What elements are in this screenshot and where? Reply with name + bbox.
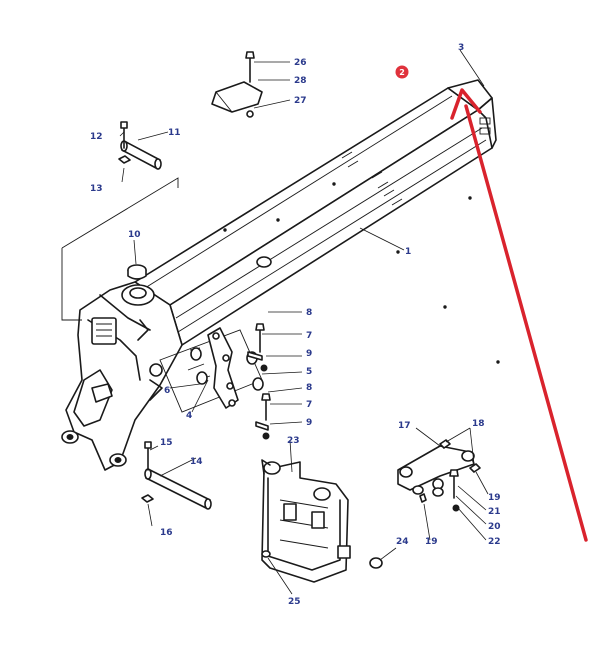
callout-8-lower: 8 <box>306 383 312 393</box>
callout-20: 20 <box>488 522 501 532</box>
callout-23: 23 <box>287 436 300 446</box>
callout-12: 12 <box>90 132 103 142</box>
callout-5: 5 <box>306 367 312 377</box>
callout-21: 21 <box>488 507 501 517</box>
callout-14: 14 <box>190 457 203 467</box>
callout-18: 18 <box>472 419 485 429</box>
callout-8-upper: 8 <box>306 308 312 318</box>
mounting-frame <box>261 459 383 583</box>
callout-7-lower: 7 <box>306 400 312 410</box>
callout-22: 22 <box>488 537 501 547</box>
callout-15: 15 <box>160 438 173 448</box>
callout-labels: 1 3 4 5 6 7 7 8 8 9 9 10 11 12 13 14 15 … <box>90 43 501 607</box>
callout-1: 1 <box>405 247 411 257</box>
plug-cap <box>127 264 147 280</box>
callout-9-lower: 9 <box>306 418 312 428</box>
highlight-arrow <box>450 88 588 542</box>
callout-19-left: 19 <box>425 537 438 547</box>
callout-9-upper: 9 <box>306 349 312 359</box>
pin-assembly-lower <box>141 441 212 510</box>
callout-10: 10 <box>128 230 141 240</box>
callout-11: 11 <box>168 128 181 138</box>
callout-25: 25 <box>288 597 301 607</box>
callout-19-right: 19 <box>488 493 501 503</box>
callout-24: 24 <box>396 537 409 547</box>
callout-3: 3 <box>458 43 464 53</box>
callout-26: 26 <box>294 58 307 68</box>
group-outline <box>61 177 179 321</box>
bracket-plate-assembly <box>159 323 271 440</box>
callout-7-upper: 7 <box>306 331 312 341</box>
callout-4: 4 <box>186 411 192 421</box>
callout-27: 27 <box>294 96 307 106</box>
highlight-badge-label: 2 <box>399 68 405 77</box>
callout-17: 17 <box>398 421 411 431</box>
callout-28: 28 <box>294 76 307 86</box>
boom-arm <box>134 79 500 364</box>
highlight-badge-circle <box>395 65 409 79</box>
leader-lines <box>119 49 489 595</box>
callout-6: 6 <box>164 386 170 396</box>
highlight-badge: 2 <box>395 65 409 79</box>
callout-13: 13 <box>90 184 103 194</box>
callout-16: 16 <box>160 528 173 538</box>
link-arm-assembly <box>397 439 481 512</box>
boom-knee-section <box>61 281 183 471</box>
cover-bracket <box>211 51 263 118</box>
pin-assembly-top <box>118 121 162 170</box>
